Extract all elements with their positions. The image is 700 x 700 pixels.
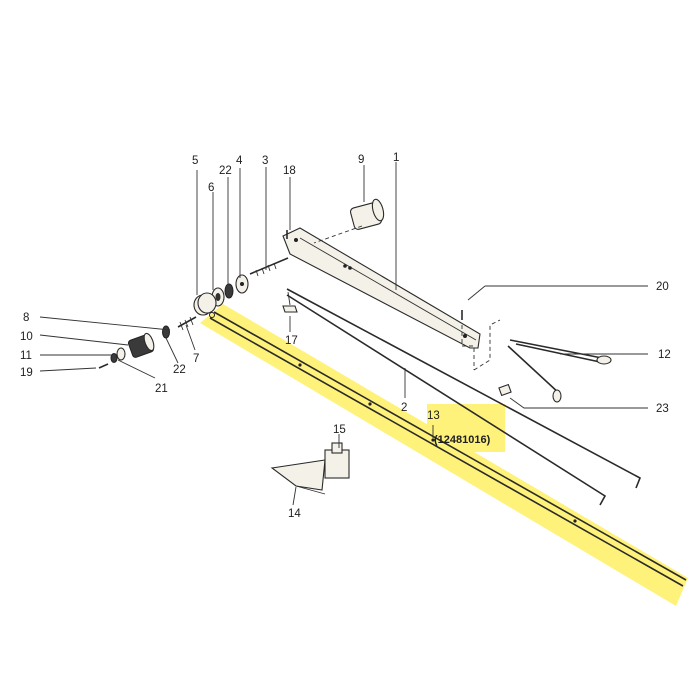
label-18: 18 bbox=[283, 165, 296, 177]
label-10: 10 bbox=[20, 331, 33, 343]
label-15: 15 bbox=[333, 424, 346, 436]
label-9: 9 bbox=[358, 154, 364, 166]
part-1-arm[interactable] bbox=[282, 227, 481, 349]
label-6: 6 bbox=[208, 182, 214, 194]
part-2-wire[interactable] bbox=[286, 288, 642, 506]
part-19-screw[interactable] bbox=[98, 363, 109, 369]
label-3: 3 bbox=[262, 155, 268, 167]
part-22-washer-top[interactable] bbox=[224, 283, 234, 299]
label-1: 1 bbox=[393, 152, 399, 164]
label-22a: 22 bbox=[219, 165, 232, 177]
label-7: 7 bbox=[193, 353, 199, 365]
label-14: 14 bbox=[288, 508, 301, 520]
label-11: 11 bbox=[20, 350, 32, 362]
part-numbers: 1 2 3 4 5 6 7 8 9 10 11 12 13 14 15 17 1… bbox=[20, 152, 671, 520]
part-number-12481016: (12481016) bbox=[434, 434, 491, 446]
part-21-nut[interactable] bbox=[110, 353, 118, 363]
part-10-knob[interactable] bbox=[127, 332, 156, 358]
label-22b: 22 bbox=[173, 364, 186, 376]
label-8: 8 bbox=[23, 312, 29, 324]
part-9-knob[interactable] bbox=[313, 198, 386, 244]
part-14-bracket[interactable] bbox=[270, 459, 326, 495]
part-15-block[interactable] bbox=[324, 442, 350, 479]
label-17: 17 bbox=[285, 335, 298, 347]
part-22-washer-bottom[interactable] bbox=[162, 325, 170, 339]
part-13-highlight bbox=[200, 304, 688, 606]
part-17-clip[interactable] bbox=[282, 291, 298, 313]
leader-lines bbox=[39, 162, 648, 506]
label-20: 20 bbox=[656, 281, 669, 293]
label-21: 21 bbox=[155, 383, 168, 395]
label-5: 5 bbox=[192, 155, 198, 167]
part-23-plate[interactable] bbox=[498, 383, 512, 397]
label-19: 19 bbox=[20, 367, 33, 379]
label-2: 2 bbox=[401, 402, 407, 414]
label-13: 13 bbox=[427, 410, 440, 422]
part-11-washer[interactable] bbox=[116, 347, 126, 361]
part-4-collar[interactable] bbox=[235, 274, 249, 294]
part-20-screw[interactable] bbox=[461, 310, 501, 371]
label-23: 23 bbox=[656, 403, 669, 415]
part-12-spring[interactable] bbox=[507, 339, 612, 403]
part-13-rod[interactable] bbox=[209, 311, 687, 587]
part-5-bushing[interactable] bbox=[193, 292, 217, 316]
part-7-screw[interactable] bbox=[177, 316, 197, 331]
label-12: 12 bbox=[658, 349, 671, 361]
part-3-shaft[interactable] bbox=[249, 257, 289, 277]
label-4: 4 bbox=[236, 155, 243, 167]
